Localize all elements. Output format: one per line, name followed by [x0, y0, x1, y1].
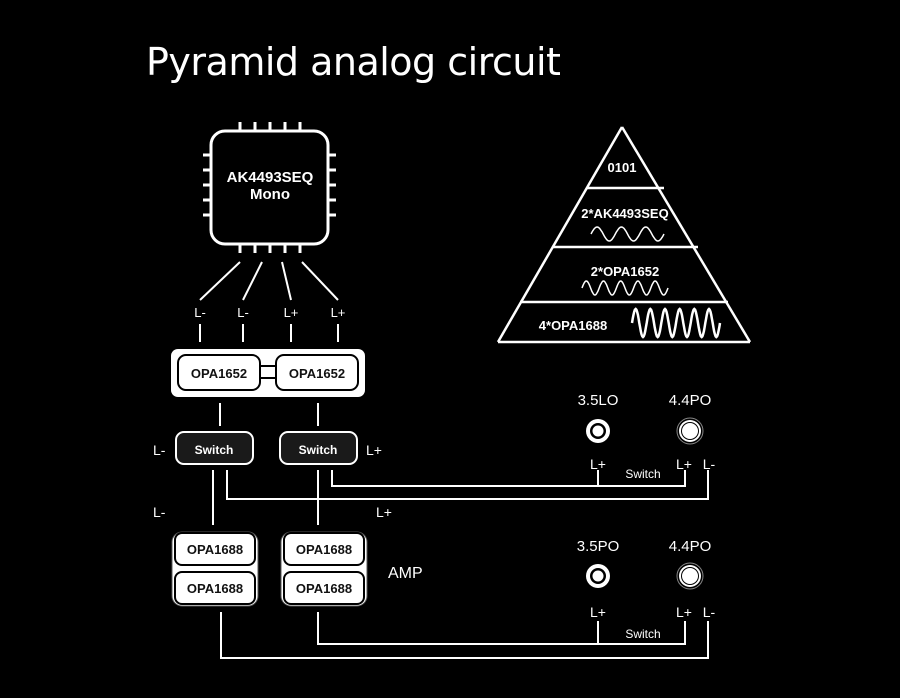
- switch-output-wires: [212, 470, 709, 525]
- chip-output-wire: [242, 261, 263, 301]
- switch-right-side: L+: [366, 442, 382, 458]
- pin-top-3: L-: [703, 456, 716, 472]
- page-title: Pyramid analog circuit: [146, 40, 561, 84]
- chip-output-wire: [199, 261, 241, 301]
- jack-label-3.5lo: 3.5LO: [578, 392, 619, 409]
- switch-right: [279, 431, 358, 465]
- pyramid-level-label: 2*OPA1652: [591, 264, 659, 279]
- switch-left: [175, 431, 254, 465]
- jack-3.5lo-icon: [586, 419, 610, 443]
- pyramid-level-label: 2*AK4493SEQ: [581, 206, 668, 221]
- pin-top-2: L+: [676, 456, 692, 472]
- amp-right-top: OPA1688: [296, 542, 352, 557]
- chip-output-wires: [199, 261, 339, 342]
- amp-left-top: OPA1688: [187, 542, 243, 557]
- chip-output-label: L+: [284, 305, 299, 320]
- waveform-icon: [630, 307, 722, 339]
- chip-pins-right: [328, 153, 336, 217]
- pyramid-level-label: 0101: [608, 160, 637, 175]
- jack-label-3.5po: 3.5PO: [577, 538, 620, 555]
- pyramid-level-label: 4*OPA1688: [539, 318, 607, 333]
- jack-label-4.4po-top: 4.4PO: [669, 392, 712, 409]
- jack-4.4po-icon: [676, 417, 704, 445]
- amp-output-wires: [220, 612, 709, 659]
- jack-4.4po-bottom-icon: [676, 562, 704, 590]
- stage1-right-chip: OPA1652: [289, 366, 345, 381]
- jack-3.5po-icon: [586, 564, 610, 588]
- jack-label-4.4po-bottom: 4.4PO: [669, 538, 712, 555]
- stage1-board: [171, 349, 365, 397]
- pyramid: [496, 126, 752, 344]
- amp-left-bottom: OPA1688: [187, 581, 243, 596]
- dac-chip: [203, 122, 336, 253]
- chip-output-label: L+: [331, 305, 346, 320]
- switch-right-label: Switch: [299, 443, 338, 457]
- amp-label: AMP: [388, 565, 423, 582]
- amp-left: [171, 531, 259, 607]
- chip-label: AK4493SEQ: [227, 169, 314, 186]
- pin-bottom-2: L+: [676, 604, 692, 620]
- chip-pins-bottom: [238, 244, 302, 253]
- pin-bottom-1: L+: [590, 604, 606, 620]
- chip-pins-left: [203, 153, 211, 217]
- chip-sublabel: Mono: [250, 186, 290, 203]
- waveform-icon: [590, 226, 665, 242]
- amp-right: [280, 531, 368, 607]
- output-group-bottom: 3.5PO 4.4PO L+ L+ L- Switch: [577, 538, 716, 641]
- amp-right-bottom: OPA1688: [296, 581, 352, 596]
- pin-bottom-3: L-: [703, 604, 716, 620]
- output-group-top: 3.5LO 4.4PO L+ L+ L- Switch: [578, 392, 716, 481]
- pin-top-1: L+: [590, 456, 606, 472]
- chip-output-label: L-: [194, 305, 206, 320]
- mid-label-right: L+: [376, 504, 392, 520]
- chip-output-wire: [281, 261, 292, 301]
- stage1-switch-wires: [219, 403, 319, 426]
- switch-bottom-label: Switch: [625, 627, 660, 641]
- mid-label-left: L-: [153, 504, 166, 520]
- switch-left-label: Switch: [195, 443, 234, 457]
- chip-pins-top: [238, 122, 302, 131]
- switch-top-label: Switch: [625, 467, 660, 481]
- waveform-icon: [581, 280, 669, 296]
- stage1-left-chip: OPA1652: [191, 366, 247, 381]
- chip-output-wire: [301, 261, 339, 301]
- switch-left-side: L-: [153, 442, 166, 458]
- chip-output-label: L-: [237, 305, 249, 320]
